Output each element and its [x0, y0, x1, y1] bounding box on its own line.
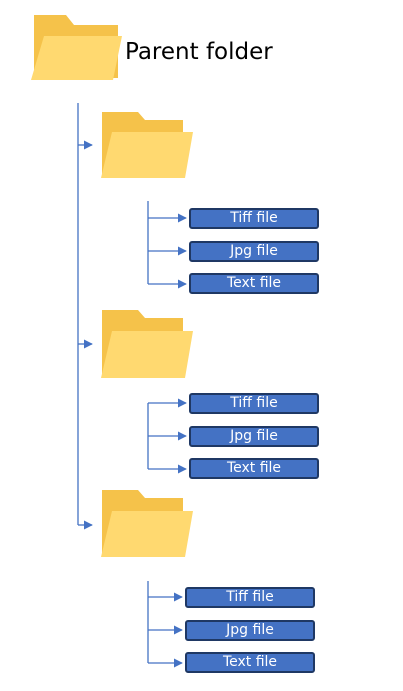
file-node-text: Text file [189, 273, 319, 294]
file-node-text: Text file [189, 458, 319, 479]
file-node-text: Text file [185, 652, 315, 673]
subfolder-icon [101, 310, 193, 378]
parent-folder-icon [31, 15, 122, 80]
file-node-tiff: Tiff file [189, 208, 319, 229]
subfolder-icon [101, 112, 193, 178]
file-node-tiff: Tiff file [189, 393, 319, 414]
subfolder-icon [101, 490, 193, 557]
file-node-jpg: Jpg file [189, 426, 319, 447]
file-node-tiff: Tiff file [185, 587, 315, 608]
file-node-jpg: Jpg file [185, 620, 315, 641]
parent-folder-label: Parent folder [125, 39, 273, 65]
file-node-jpg: Jpg file [189, 241, 319, 262]
